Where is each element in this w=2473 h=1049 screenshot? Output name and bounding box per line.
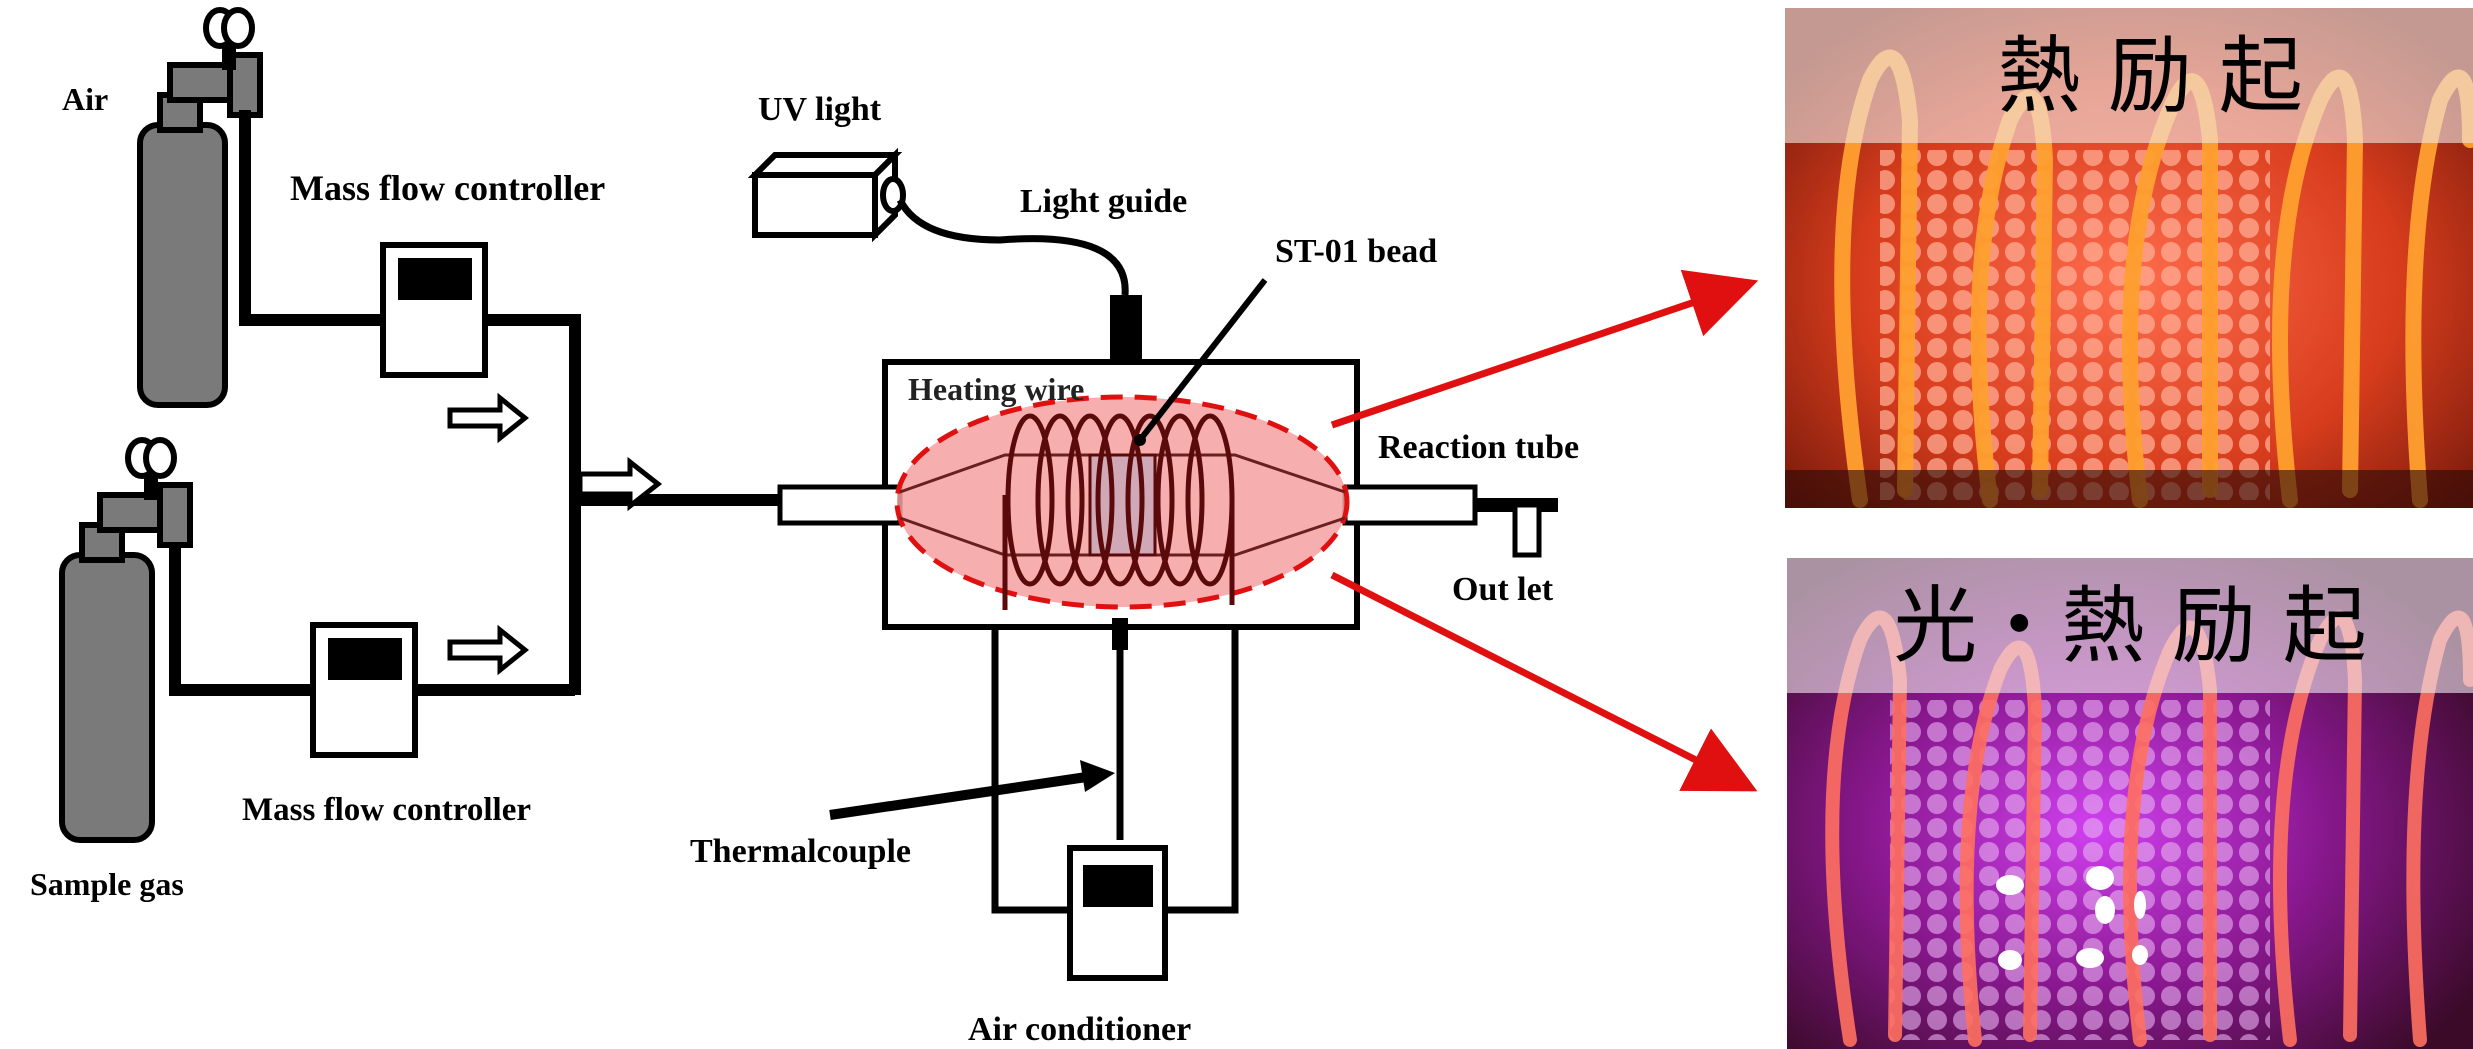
label-st01-bead: ST-01 bead: [1275, 233, 1437, 270]
label-mass-flow-controller-bottom: Mass flow controller: [242, 792, 531, 828]
heating-wire-coil: [1002, 413, 1235, 610]
label-outlet: Out let: [1452, 571, 1554, 608]
uv-light-source: [747, 147, 906, 243]
red-arrow-to-bottom-photo: [1330, 571, 1758, 792]
flow-arrow-icon: [447, 392, 530, 444]
label-reaction-tube: Reaction tube: [1378, 429, 1579, 466]
flow-arrow-icon: [577, 456, 663, 512]
label-air: Air: [62, 81, 108, 117]
thermocouple-pointer: [829, 770, 1101, 820]
bead-pointer-line: [1137, 278, 1268, 442]
air-cylinder: [137, 7, 263, 408]
bottom-photo-caption: 光・熱 励 起: [1893, 577, 2366, 675]
label-air-conditioner: Air conditioner: [968, 1011, 1191, 1048]
label-sample-gas: Sample gas: [30, 866, 184, 902]
sample-gas-cylinder: [59, 437, 193, 843]
bead-pointer-dot: [1134, 434, 1146, 446]
red-arrow-to-top-photo: [1330, 269, 1759, 429]
label-light-guide: Light guide: [1020, 183, 1187, 220]
mass-flow-controller-top: [380, 242, 488, 378]
label-mass-flow-controller-top: Mass flow controller: [290, 168, 605, 208]
photo-thermal-excitation-photo: [1787, 558, 2473, 1049]
thermocouple-pointer-head: [1080, 760, 1115, 792]
light-guide-cable: [896, 198, 1129, 296]
top-photo-caption: 熱 励 起: [1997, 27, 2302, 125]
thermocouple-probe: [1112, 618, 1128, 650]
air-conditioner-unit: [1067, 845, 1168, 981]
label-thermocouple: Thermalcouple: [690, 833, 911, 870]
light-guide-head: [1110, 295, 1142, 360]
label-heating-wire: Heating wire: [908, 371, 1084, 407]
flow-arrow-icon: [447, 624, 530, 676]
controller-wiring: [991, 625, 1239, 914]
mass-flow-controller-bottom: [310, 622, 418, 758]
thermal-excitation-photo: [1785, 8, 2473, 508]
label-uv-light: UV light: [758, 91, 882, 128]
